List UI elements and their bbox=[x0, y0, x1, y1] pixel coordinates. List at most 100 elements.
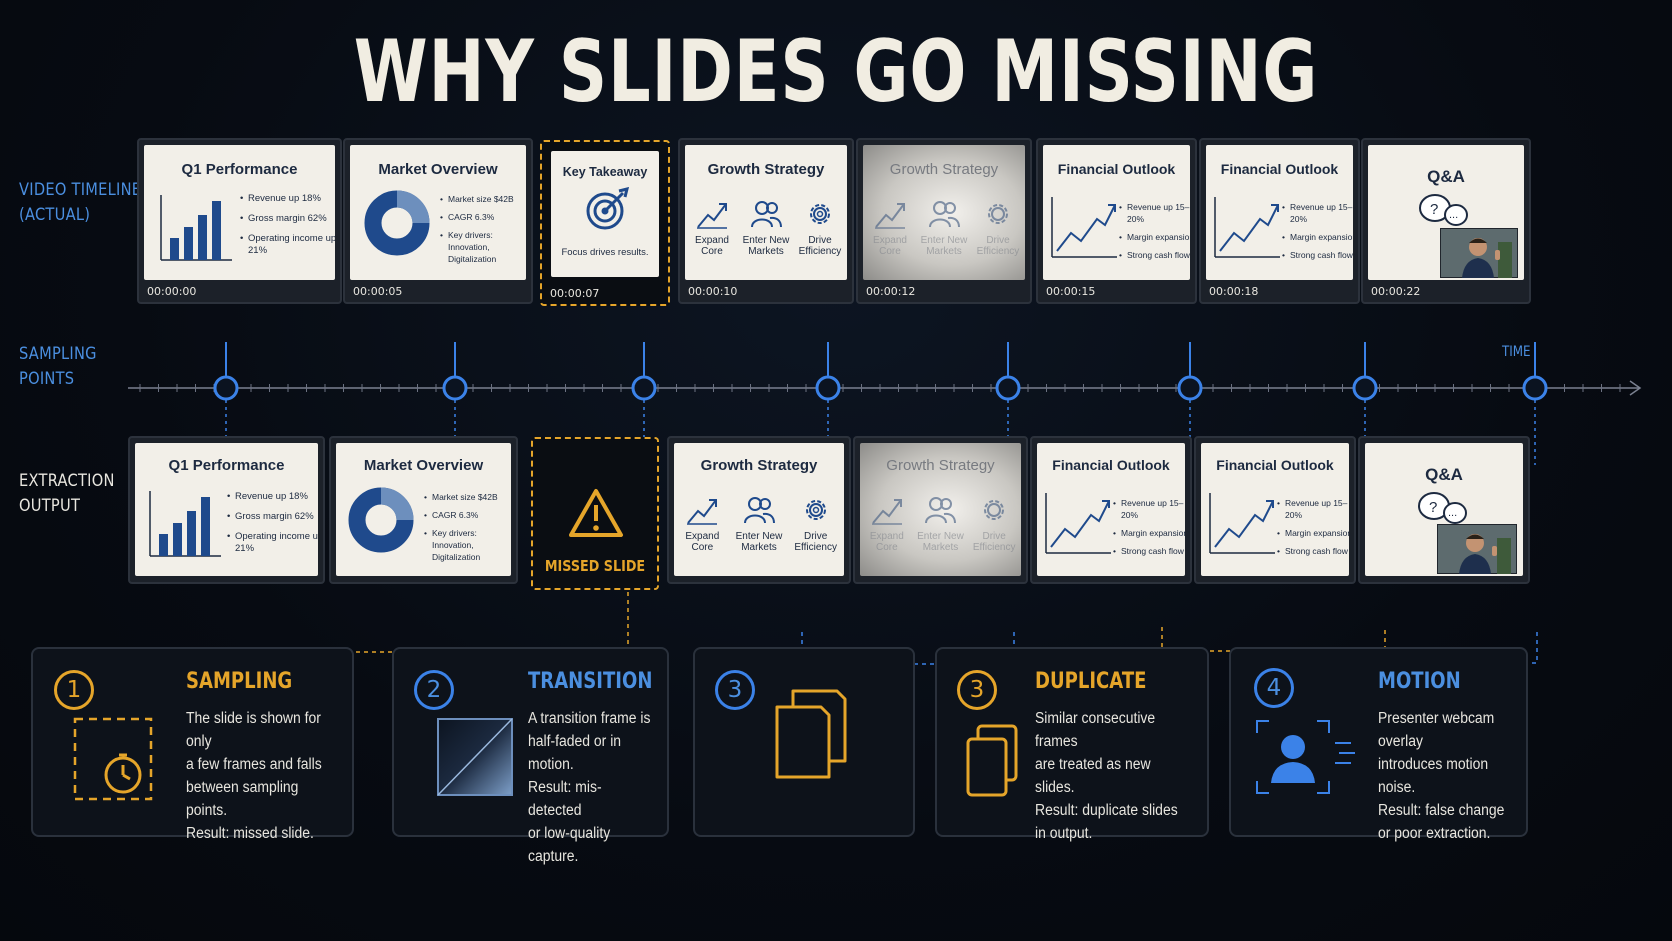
people-icon bbox=[750, 201, 782, 228]
copy-icon bbox=[966, 724, 1018, 797]
svg-text:...: ... bbox=[1448, 507, 1457, 519]
timeline-frame-financial-1: Financial Outlook Revenue up 15–20% Marg… bbox=[1036, 138, 1197, 304]
bullet: Revenue up 15–20% bbox=[1282, 201, 1353, 225]
growth-chart-icon bbox=[1214, 197, 1280, 258]
strategy-item: Expand Core bbox=[860, 495, 913, 553]
bracket-duplicate bbox=[1161, 627, 1386, 652]
strategy-item: Drive Efficiency bbox=[788, 495, 844, 553]
bullet: Revenue up 15–20% bbox=[1277, 497, 1349, 521]
timeline-frame-financial-2: Financial Outlook Revenue up 15–20% Marg… bbox=[1199, 138, 1360, 304]
card-description: A transition frame is half-faded or in m… bbox=[528, 710, 651, 865]
bullet: Margin expansion bbox=[1119, 231, 1190, 243]
slide-title: Financial Outlook bbox=[1057, 161, 1176, 177]
slide-title: Q&A bbox=[1425, 465, 1463, 484]
sampling-point bbox=[815, 375, 841, 401]
slide-q1-performance: Q1 Performance Revenue up 18% Gross marg… bbox=[144, 145, 335, 280]
card-heading: MOTION bbox=[1378, 669, 1461, 694]
slide-q1-performance: Q1 Performance Revenue up 18% Gross marg… bbox=[135, 443, 318, 576]
timestamp: 00:00:22 bbox=[1371, 285, 1421, 298]
sampling-point bbox=[631, 375, 657, 401]
sampling-point bbox=[1177, 375, 1203, 401]
slide-title: Q1 Performance bbox=[168, 457, 285, 474]
card-heading: DUPLICATE bbox=[1035, 669, 1147, 694]
webcam-presenter-icon bbox=[1437, 524, 1517, 574]
bullet: Market size $42B bbox=[440, 193, 526, 205]
slide-title: Financial Outlook bbox=[1220, 161, 1339, 177]
donut-chart-icon bbox=[364, 190, 430, 256]
timestamp: 00:00:10 bbox=[688, 285, 738, 298]
timeline-frame-growth-faded: Growth Strategy Expand Core Enter New Ma… bbox=[856, 138, 1032, 304]
timestamp: 00:00:15 bbox=[1046, 285, 1096, 298]
card-duplicate-intermediate: 3 bbox=[693, 647, 915, 837]
fade-square-icon bbox=[437, 718, 513, 796]
strategy-item: Drive Efficiency bbox=[968, 495, 1021, 553]
strategy-item: Enter New Markets bbox=[914, 495, 967, 553]
slide-title: Market Overview bbox=[363, 457, 484, 474]
row-label-video-timeline: VIDEO TIMELINE (ACTUAL) bbox=[19, 180, 142, 225]
bullet: CAGR 6.3% bbox=[440, 211, 526, 223]
timeline-frame-growth: Growth Strategy Expand Core Enter New Ma… bbox=[678, 138, 854, 304]
bullet: Revenue up 15–20% bbox=[1119, 201, 1190, 225]
slide-financial-outlook: Financial Outlook Revenue up 15–20% Marg… bbox=[1037, 443, 1185, 576]
slide-title: Financial Outlook bbox=[1216, 457, 1334, 473]
slide-caption: Focus drives results. bbox=[561, 247, 649, 258]
sampling-point bbox=[213, 375, 239, 401]
growth-chart-icon bbox=[1045, 493, 1111, 554]
bullet: Margin expansion bbox=[1282, 231, 1353, 243]
card-description: Similar consecutive frames are treated a… bbox=[1035, 710, 1178, 842]
slide-market-overview: Market Overview Market size $42B CAGR 6.… bbox=[336, 443, 511, 576]
bullet: Revenue up 18% bbox=[227, 491, 318, 503]
strategy-label: Drive Efficiency bbox=[798, 235, 842, 257]
output-frame-q1: Q1 Performance Revenue up 18% Gross marg… bbox=[128, 436, 325, 584]
strategy-label: Enter New Markets bbox=[742, 235, 790, 257]
trend-line-icon bbox=[696, 203, 727, 229]
strategy-label: Enter New Markets bbox=[920, 235, 968, 257]
strategy-item: Enter New Markets bbox=[731, 495, 787, 553]
bar-chart-icon bbox=[149, 491, 221, 557]
sampling-point bbox=[1522, 375, 1548, 401]
strategy-label: Enter New Markets bbox=[735, 531, 783, 553]
stopwatch-icon bbox=[73, 717, 153, 801]
copy-icon bbox=[775, 689, 847, 779]
step-number-badge: 2 bbox=[414, 670, 454, 710]
slide-qa: Q&A ? ... bbox=[1368, 145, 1524, 280]
strategy-item: Expand Core bbox=[685, 199, 738, 257]
people-icon bbox=[743, 497, 775, 524]
people-icon bbox=[925, 497, 957, 524]
sampling-point bbox=[995, 375, 1021, 401]
trend-line-icon bbox=[687, 499, 718, 525]
row-label-extraction-output: EXTRACTION OUTPUT bbox=[19, 471, 115, 516]
output-frame-financial-2: Financial Outlook Revenue up 15–20% Marg… bbox=[1194, 436, 1356, 584]
timeline-frame-key-takeaway: Key Takeaway Focus drives results. 00:00… bbox=[540, 140, 670, 306]
user-icon bbox=[1256, 720, 1355, 794]
timestamp: 00:00:05 bbox=[353, 285, 403, 298]
bullet: Strong cash flow bbox=[1119, 249, 1190, 261]
strategy-item: Enter New Markets bbox=[917, 199, 970, 257]
slide-financial-outlook: Financial Outlook Revenue up 15–20% Marg… bbox=[1201, 443, 1349, 576]
strategy-label: Drive Efficiency bbox=[972, 531, 1016, 553]
card-description: The slide is shown for only a few frames… bbox=[186, 710, 322, 842]
strategy-label: Expand Core bbox=[869, 531, 904, 553]
sampling-point bbox=[442, 375, 468, 401]
card-heading: TRANSITION bbox=[528, 669, 653, 694]
slide-financial-outlook: Financial Outlook Revenue up 15–20% Marg… bbox=[1206, 145, 1353, 280]
bullet: Strong cash flow bbox=[1282, 249, 1353, 261]
bullet: Gross margin 62% bbox=[227, 511, 318, 523]
slide-title: Growth Strategy bbox=[700, 457, 818, 474]
bullet: Margin expansion bbox=[1277, 527, 1349, 539]
card-heading: SAMPLING bbox=[186, 669, 293, 694]
output-frame-financial-1: Financial Outlook Revenue up 15–20% Marg… bbox=[1030, 436, 1192, 584]
card-transition: 2 TRANSITION A transition frame is half-… bbox=[392, 647, 669, 865]
strategy-label: Expand Core bbox=[873, 235, 907, 257]
bullet: CAGR 6.3% bbox=[424, 509, 511, 521]
slide-title: Key Takeaway bbox=[562, 165, 648, 179]
strategy-items: Expand Core Enter New Markets Drive Effi… bbox=[685, 199, 847, 257]
target-icon bbox=[586, 187, 629, 230]
slide-key-takeaway: Key Takeaway Focus drives results. bbox=[551, 151, 659, 277]
timestamp: 00:00:00 bbox=[147, 285, 197, 298]
slide-growth-strategy-transition: Growth Strategy Expand Core Enter New Ma… bbox=[863, 145, 1025, 280]
warning-icon bbox=[569, 489, 623, 537]
slide-bullets: Revenue up 15–20% Margin expansion Stron… bbox=[1119, 201, 1190, 267]
timeline-frame-market: Market Overview Market size $42B CAGR 6.… bbox=[343, 138, 533, 304]
growth-chart-icon bbox=[1051, 197, 1117, 258]
